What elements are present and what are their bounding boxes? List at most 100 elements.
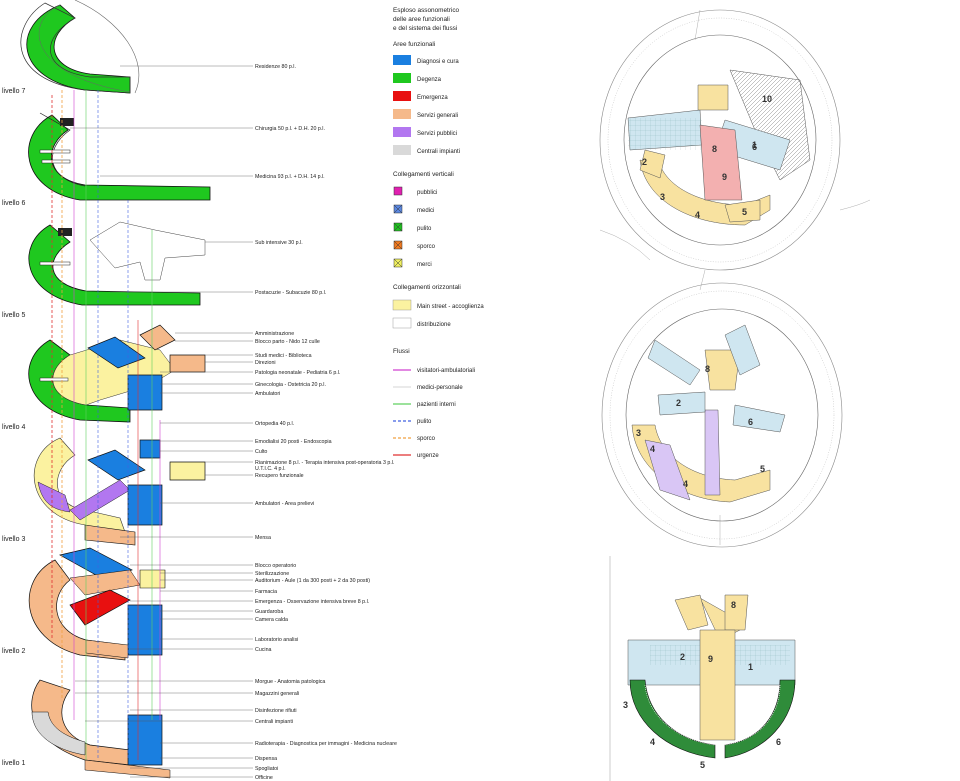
plan-number: 2 xyxy=(676,398,681,408)
swatch-distribuzione xyxy=(392,317,412,329)
annotation: Cucina xyxy=(255,647,272,653)
plan-number: 4 xyxy=(683,479,688,489)
legend-label: sporco xyxy=(417,244,436,250)
floor-level-2 xyxy=(29,547,166,661)
swatch-pubblici xyxy=(393,186,403,196)
annotation: Camera calda xyxy=(255,617,288,623)
floor-level-5 xyxy=(28,221,206,306)
level-label: livello 5 xyxy=(2,312,25,319)
plan-number: 10 xyxy=(762,94,772,104)
annotation: Residenze 80 p.l. xyxy=(255,64,296,70)
legend-heading-horizontal-links: Collegamenti orizzontali xyxy=(393,284,461,291)
swatch-centrali-impianti xyxy=(393,145,411,155)
legend-title-line: delle aree funzionali xyxy=(393,16,450,23)
floor-level-3 xyxy=(34,437,206,546)
legend: Esploso assonometrico delle aree funzion… xyxy=(392,7,484,459)
plan-number: 2 xyxy=(642,157,647,167)
annotation: Radioterapia - Diagnostica per immagini … xyxy=(255,741,397,747)
level-labels: livello 7 livello 6 livello 5 livello 4 … xyxy=(2,88,25,767)
plan-top: 10 1 2 3 4 5 6 8 9 xyxy=(599,9,871,271)
plan-number: 3 xyxy=(660,192,665,202)
plan-middle-numbers: 8 2 6 3 4 4 5 xyxy=(636,364,765,489)
annotation: Blocco parto - Nido 12 culle xyxy=(255,339,320,345)
annotation: Amministrazione xyxy=(255,331,294,337)
plan-bottom-numbers: 1 2 3 4 5 6 9 8 xyxy=(623,600,781,770)
plan-number: 9 xyxy=(708,654,713,664)
plan-middle: 8 2 6 3 4 4 5 xyxy=(601,269,843,548)
level-label: livello 4 xyxy=(2,424,25,431)
plan-number: 6 xyxy=(776,737,781,747)
legend-label: Diagnosi e cura xyxy=(417,59,459,65)
annotation: Emodialisi 20 posti - Endoscopia xyxy=(255,439,332,445)
legend-label: merci xyxy=(417,262,432,268)
annotation: Ambulatori - Area prelievi xyxy=(255,501,314,507)
annotation: Ortopedia 40 p.l. xyxy=(255,421,294,427)
legend-label: pazienti interni xyxy=(417,402,456,408)
legend-label: Servizi pubblici xyxy=(417,131,457,137)
annotation: Chirurgia 50 p.l. + D.H. 20 p.l. xyxy=(255,126,325,132)
legend-label: Emergenza xyxy=(417,95,448,101)
plan-number: 1 xyxy=(748,662,753,672)
swatch-servizi-pubblici xyxy=(393,127,411,137)
annotation: Laboratorio analisi xyxy=(255,637,298,643)
annotation: Medicina 93 p.l. + D.H. 14 p.l. xyxy=(255,174,325,180)
plan-number: 5 xyxy=(700,760,705,770)
annotation: Ambulatori xyxy=(255,391,280,397)
plan-number: 5 xyxy=(760,464,765,474)
swatch-servizi-generali xyxy=(393,109,411,119)
plan-number: 4 xyxy=(650,737,655,747)
vertical-links-list: pubblici medici pulito sporco merci xyxy=(393,186,437,268)
plan-bottom: 1 2 3 4 5 6 9 8 xyxy=(609,556,796,781)
functional-areas-list: Diagnosi e cura Degenza Emergenza Serviz… xyxy=(393,55,460,155)
level-label: livello 3 xyxy=(2,536,25,543)
annotation: Blocco operatorio xyxy=(255,563,296,569)
level-label: livello 6 xyxy=(2,200,25,207)
legend-title-line: Esploso assonometrico xyxy=(393,7,460,14)
legend-label: pulito xyxy=(417,419,432,425)
swatch-emergenza xyxy=(393,91,411,101)
annotation: Centrali impianti xyxy=(255,719,293,725)
annotation: Direzioni xyxy=(255,360,276,366)
annotation: Farmacia xyxy=(255,589,277,595)
annotation: Sterilizzazione xyxy=(255,571,289,577)
legend-label: pulito xyxy=(417,226,432,232)
plan-number: 4 xyxy=(650,444,655,454)
legend-label: Servizi generali xyxy=(417,113,458,119)
legend-label: sporco xyxy=(417,436,436,442)
legend-title-line: e del sistema dei flussi xyxy=(393,25,457,32)
plan-number: 2 xyxy=(680,652,685,662)
plan-number: 8 xyxy=(705,364,710,374)
level-label: livello 7 xyxy=(2,88,25,95)
annotation: Dispensa xyxy=(255,756,277,762)
legend-label: urgenze xyxy=(417,453,439,459)
swatch-diagnosi-e-cura xyxy=(393,55,411,65)
exploded-axonometric: livello 7 livello 6 livello 5 livello 4 … xyxy=(2,0,397,781)
annotation: Culto xyxy=(255,449,267,455)
annotations: Residenze 80 p.l. Chirurgia 50 p.l. + D.… xyxy=(255,64,397,781)
plan-number: 9 xyxy=(722,172,727,182)
flow-lines xyxy=(51,90,161,760)
legend-label: medici xyxy=(417,208,434,214)
floor-level-1 xyxy=(31,679,171,779)
level-label: livello 2 xyxy=(2,648,25,655)
legend-heading-flows: Flussi xyxy=(393,348,410,355)
annotation: Sub intensive 30 p.l. xyxy=(255,240,303,246)
annotation: Spogliatoi xyxy=(255,766,278,772)
floor-level-7 xyxy=(20,0,140,94)
legend-label: visitatori-ambulatoriali xyxy=(417,368,475,374)
plan-number: 1 xyxy=(752,140,757,150)
plan-number: 3 xyxy=(636,428,641,438)
legend-label: medici-personale xyxy=(417,385,463,391)
annotation: Mensa xyxy=(255,535,271,541)
plan-number: 5 xyxy=(742,207,747,217)
annotation: Auditorium - Aule (1 da 300 posti + 2 da… xyxy=(255,578,370,584)
plan-number: 6 xyxy=(748,417,753,427)
annotation: Guardaroba xyxy=(255,609,283,615)
annotation: Emergenza - Osservazione intensiva breve… xyxy=(255,599,369,605)
plan-number: 8 xyxy=(712,144,717,154)
swatch-degenza xyxy=(393,73,411,83)
legend-label: distribuzione xyxy=(417,322,451,328)
floor-level-4 xyxy=(28,324,206,423)
plan-number: 3 xyxy=(623,700,628,710)
legend-heading-functional-areas: Aree funzionali xyxy=(393,41,435,48)
